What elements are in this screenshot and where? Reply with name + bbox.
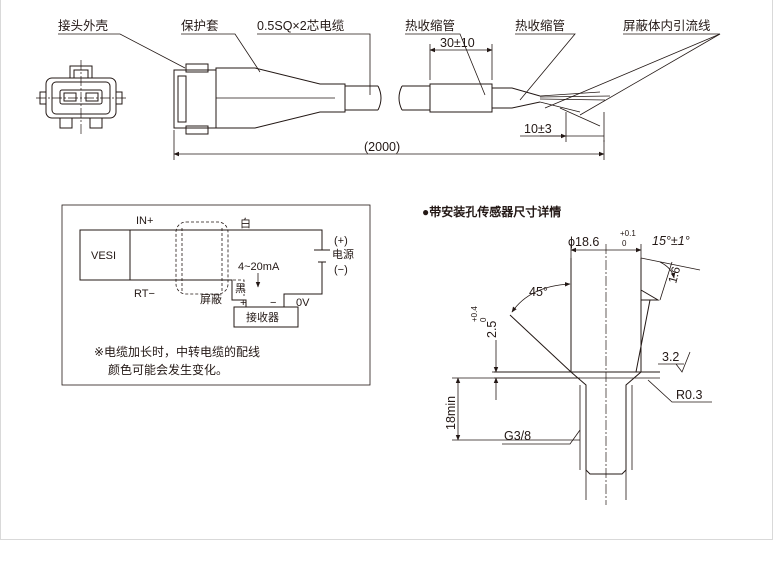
hole-detail: ●带安装孔传感器尺寸详情 ϕ18.6 +0.1 0 15°±1° 1.6 [422, 204, 712, 505]
label-minus-sign: − [270, 297, 276, 309]
bore-tol-lower: 0 [622, 239, 627, 248]
dim-total-length: (2000) [364, 140, 400, 154]
wiring-diagram: VESI IN+ RT− 白 黑 屏蔽 4~20mA (+) 电源 (−) 接收… [61, 204, 371, 386]
label-psu-minus: (−) [334, 264, 348, 276]
radius: R0.3 [676, 388, 702, 402]
wiring-frame [61, 204, 371, 386]
connector-front-view [36, 60, 128, 136]
angle-45: 45° [529, 285, 548, 299]
note-line-1: ※电缆加长时，中转电缆的配线 [94, 344, 260, 359]
label-protective-sleeve: 保护套 [181, 18, 219, 33]
label-psu-plus: (+) [334, 235, 348, 247]
connector-side-view [173, 63, 382, 135]
depth-tol-upper: +0.4 [470, 306, 479, 322]
label-cable-spec: 0.5SQ×2芯电缆 [257, 19, 345, 33]
label-plus-sign: + [240, 297, 246, 309]
label-shield-lead: 屏蔽体内引流线 [623, 19, 711, 33]
sensor-name: VESI [91, 250, 116, 262]
label-heat-shrink-2: 热收缩管 [515, 18, 565, 33]
sensor-box [79, 229, 131, 281]
thread: G3/8 [504, 429, 531, 443]
hole-detail-title: ●带安装孔传感器尺寸详情 [422, 204, 561, 219]
depth-dim: 2.5 [485, 321, 499, 338]
label-black: 黑 [235, 282, 246, 295]
label-current: 4~20mA [238, 261, 280, 273]
label-zero-v: 0V [296, 297, 310, 309]
note-line-2: 颜色可能会发生变化。 [108, 362, 228, 377]
figure-frame [0, 0, 773, 540]
dim-heat-shrink-length: 30±10 [440, 36, 475, 50]
bore-tol-upper: +0.1 [620, 229, 636, 238]
label-heat-shrink-1: 热收缩管 [405, 18, 455, 33]
bore-diameter: ϕ18.6 [568, 235, 599, 249]
receiver-box [233, 306, 299, 328]
label-in-plus: IN+ [136, 215, 153, 227]
cable-drawing: 接头外壳 保护套 0.5SQ×2芯电缆 热收缩管 热收缩管 屏蔽体内引流线 [36, 18, 721, 160]
cable-body [398, 83, 611, 127]
label-rt-minus: RT− [134, 288, 155, 300]
label-shield: 屏蔽 [200, 293, 222, 306]
dim-lead-strip-length: 10±3 [524, 122, 552, 136]
cone-angle: 15°±1° [652, 234, 690, 248]
roughness: 3.2 [662, 350, 679, 364]
min-depth: 18min [444, 396, 458, 430]
label-receiver: 接收器 [246, 310, 279, 324]
label-psu: 电源 [332, 247, 354, 261]
label-white: 白 [240, 216, 251, 230]
shield-outline [175, 221, 229, 295]
depth-tol-lower: 0 [479, 317, 488, 322]
label-connector-shell: 接头外壳 [58, 18, 108, 33]
